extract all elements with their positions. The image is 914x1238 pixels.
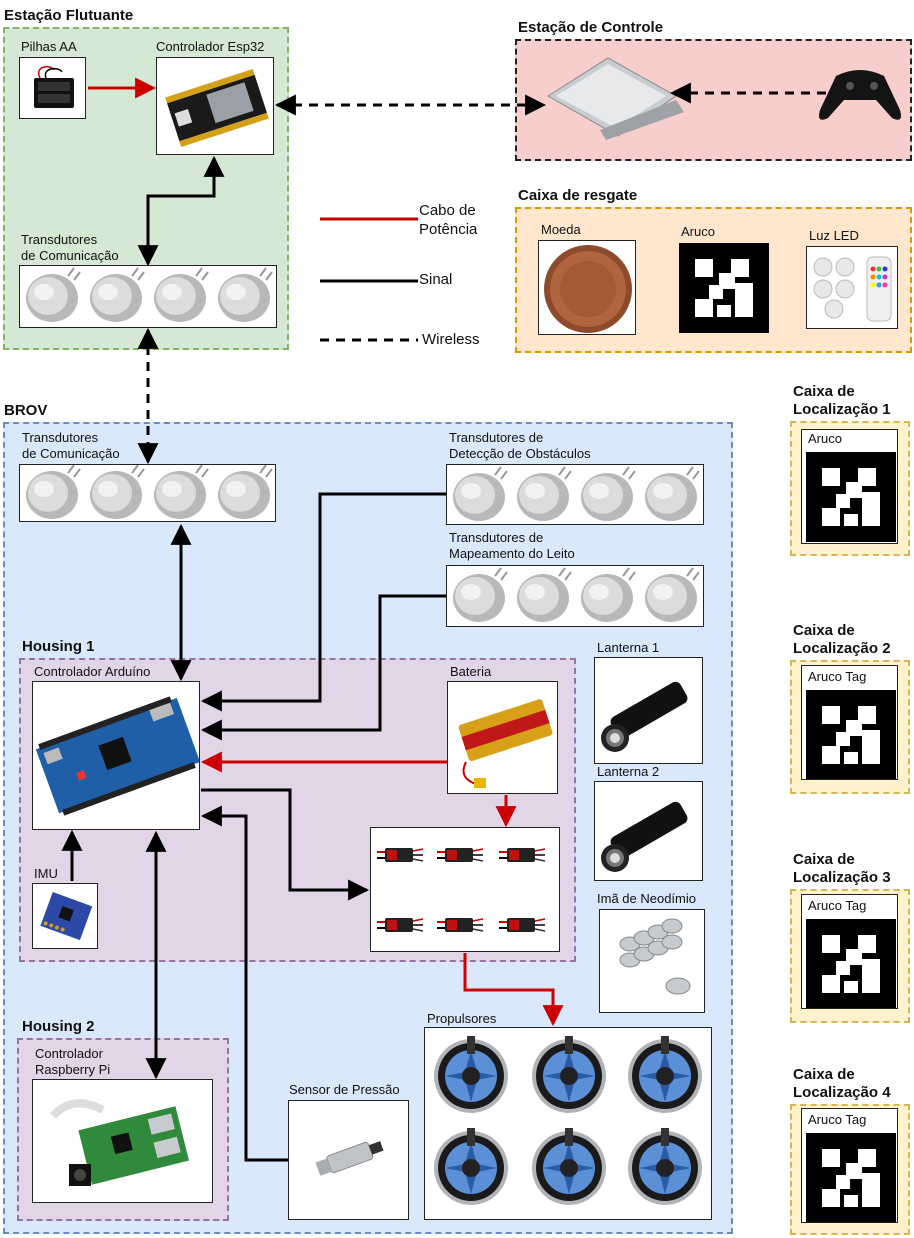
coin-image xyxy=(538,240,636,335)
lanterna1-label: Lanterna 1 xyxy=(597,640,660,655)
esc-image xyxy=(370,827,560,952)
loc1-card: Aruco xyxy=(801,429,898,544)
legend-cabo-2: Potência xyxy=(419,221,478,238)
housing2-title: Housing 2 xyxy=(22,1018,95,1035)
ima-label: Imã de Neodímio xyxy=(597,891,696,906)
sensor-label: Sensor de Pressão xyxy=(289,1082,400,1097)
imu-label: IMU xyxy=(34,866,58,881)
led-image xyxy=(806,246,898,329)
loc3-card: Aruco Tag xyxy=(801,894,898,1009)
loc2-card: Aruco Tag xyxy=(801,665,898,780)
rpi-image xyxy=(32,1079,213,1203)
bateria-label: Bateria xyxy=(450,664,492,679)
esp32-label: Controlador Esp32 xyxy=(156,39,265,54)
imu-icon xyxy=(40,891,93,941)
led-lights-icon xyxy=(813,256,892,322)
obst-transducers-image xyxy=(446,464,704,525)
coin-icon xyxy=(544,245,632,333)
loc3-label: Aruco Tag xyxy=(808,898,867,913)
arduino-image xyxy=(32,681,200,830)
brov-com-label-2: de Comunicação xyxy=(22,446,120,461)
gamepad-icon xyxy=(819,70,901,120)
map-label-2: Mapeamento do Leito xyxy=(449,546,575,561)
loc4-card: Aruco Tag xyxy=(801,1108,898,1223)
ef-transducers-image xyxy=(19,265,277,328)
loc1-title-2: Localização 1 xyxy=(793,401,891,418)
aruco-marker-icon xyxy=(806,452,896,542)
propulsores-label: Propulsores xyxy=(427,1011,497,1026)
imu-image xyxy=(32,883,98,949)
arduino-board-icon xyxy=(35,696,199,816)
lanterna2-image xyxy=(594,781,703,881)
loc4-title-1: Caixa de xyxy=(793,1066,855,1083)
flashlight-icon xyxy=(601,799,690,872)
loc2-title-1: Caixa de xyxy=(793,622,855,639)
lanterna1-image xyxy=(594,657,703,764)
moeda-label: Moeda xyxy=(541,222,581,237)
loc3-title-2: Localização 3 xyxy=(793,869,891,886)
pressure-sensor-icon xyxy=(315,1141,384,1176)
battery-holder-image xyxy=(19,57,86,119)
esc-icon xyxy=(376,847,546,933)
map-transducers-image xyxy=(446,565,704,627)
aruco-marker-icon xyxy=(806,1133,896,1222)
ef-transdutores-label-2: de Comunicação xyxy=(21,248,119,263)
loc1-label: Aruco xyxy=(808,431,842,446)
aruco-marker-icon xyxy=(806,690,896,779)
legend-cabo-1: Cabo de xyxy=(419,202,476,219)
ef-transdutores-label-1: Transdutores xyxy=(21,232,98,247)
loc1-title-1: Caixa de xyxy=(793,383,855,400)
thrusters-image xyxy=(424,1027,712,1220)
thruster-icon xyxy=(434,1036,702,1205)
estacao-controle-title: Estação de Controle xyxy=(518,19,664,36)
loc2-label: Aruco Tag xyxy=(808,669,867,684)
aruco-marker-icon xyxy=(806,919,896,1008)
legend-sinal: Sinal xyxy=(419,271,453,288)
lipo-battery-icon xyxy=(458,699,553,788)
pressure-sensor-image xyxy=(288,1100,409,1220)
estacao-flutuante-title: Estação Flutuante xyxy=(4,7,134,24)
esp32-board-icon xyxy=(165,69,269,147)
legend-wireless: Wireless xyxy=(422,331,480,348)
caixa-resgate-title: Caixa de resgate xyxy=(518,187,638,204)
housing1-title: Housing 1 xyxy=(22,638,95,655)
pilhas-label: Pilhas AA xyxy=(21,39,77,54)
brov-com-label-1: Transdutores xyxy=(22,430,99,445)
ultrasonic-transducer-icon xyxy=(452,466,700,522)
flashlight-icon xyxy=(601,679,690,752)
rescue-aruco-label: Aruco xyxy=(681,224,715,239)
luz-led-label: Luz LED xyxy=(809,228,859,243)
ultrasonic-transducer-icon xyxy=(25,465,273,520)
obst-label-2: Detecção de Obstáculos xyxy=(449,446,591,461)
arduino-label: Controlador Arduíno xyxy=(34,664,151,679)
lanterna2-label: Lanterna 2 xyxy=(597,764,660,779)
laptop-icon xyxy=(547,57,684,140)
brov-com-transducers-image xyxy=(19,464,276,522)
loc4-label: Aruco Tag xyxy=(808,1112,867,1127)
battery-holder-icon xyxy=(34,65,74,108)
loc4-title-2: Localização 4 xyxy=(793,1084,891,1101)
magnet-image xyxy=(599,909,705,1013)
ultrasonic-transducer-icon xyxy=(452,567,700,623)
rpi-label-1: Controlador xyxy=(35,1046,103,1061)
esp32-image xyxy=(156,57,274,155)
raspberry-pi-icon xyxy=(50,1099,189,1186)
obst-label-1: Transdutores de xyxy=(449,430,544,445)
brov-title: BROV xyxy=(4,402,48,419)
loc3-title-1: Caixa de xyxy=(793,851,855,868)
rpi-label-2: Raspberry Pi xyxy=(35,1062,111,1077)
magnet-icon xyxy=(619,918,691,995)
battery-image xyxy=(447,681,558,794)
map-label-1: Transdutores de xyxy=(449,530,544,545)
loc2-title-2: Localização 2 xyxy=(793,640,891,657)
